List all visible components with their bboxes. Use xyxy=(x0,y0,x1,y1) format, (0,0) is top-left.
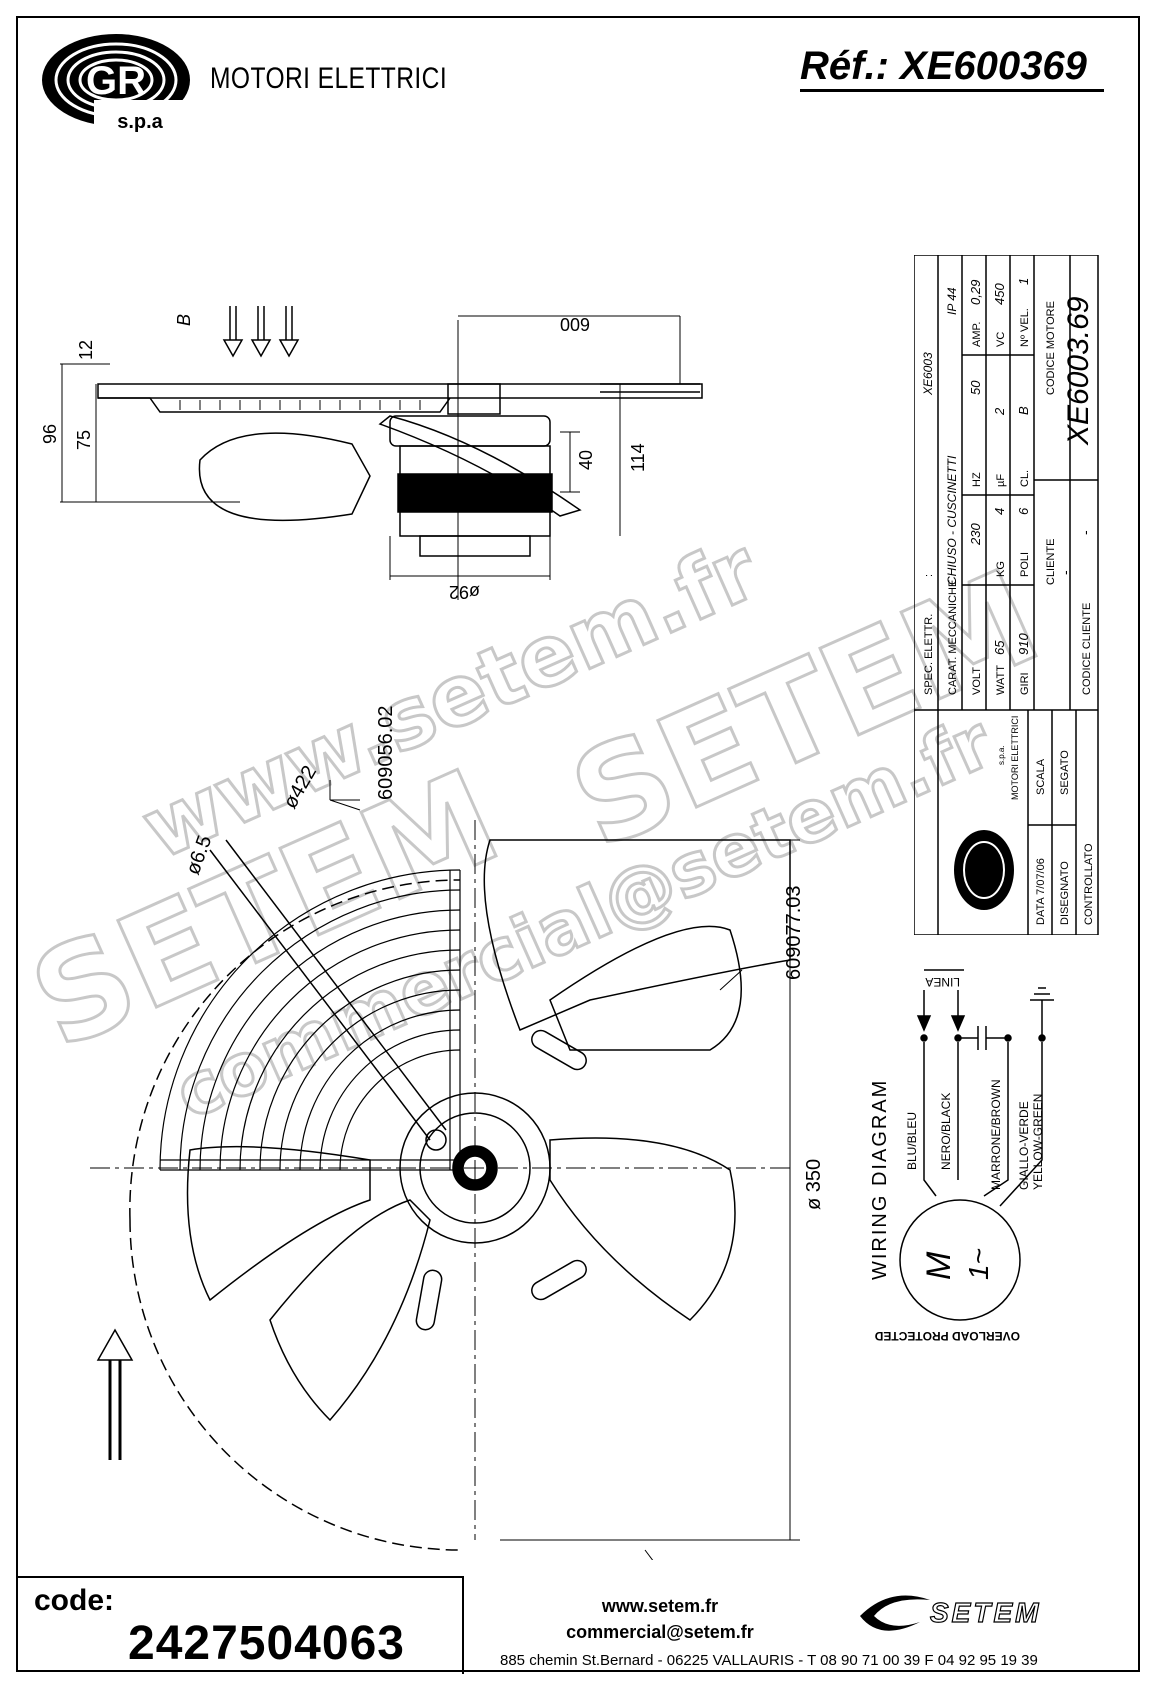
wire-yg-2: YELLOW-GREEN xyxy=(1031,1094,1045,1190)
codice-cliente-value: - xyxy=(1077,530,1093,535)
amp-value: 0,29 xyxy=(968,280,983,305)
giri-value: 910 xyxy=(1016,633,1031,655)
reference-number: Réf.: XE600369 xyxy=(800,44,1104,92)
mini-logo-suffix: s.p.a. xyxy=(997,745,1006,765)
setem-swoosh-icon: SETEM xyxy=(860,1595,1041,1631)
arrow-label-b: B xyxy=(174,314,194,326)
hz-value: 50 xyxy=(968,380,983,395)
dim-600: 600 xyxy=(560,314,590,334)
motor-phase: 1~ xyxy=(963,1248,994,1280)
wire-yg-1: GIALLO-VERDE xyxy=(1017,1101,1031,1190)
footer-email[interactable]: commercial@setem.fr xyxy=(566,1622,754,1642)
gr-logo-icon: GR s.p.a xyxy=(42,34,194,138)
volt-value: 230 xyxy=(968,523,983,546)
disegnato-label: DISEGNATO xyxy=(1059,861,1071,925)
footer-address: 885 chemin St.Bernard - 06225 VALLAURIS … xyxy=(500,1652,1038,1669)
volt-label: VOLT xyxy=(971,667,983,695)
company-logo: GR s.p.a xyxy=(36,30,196,138)
mini-logo-text: MOTORI ELETTRICI xyxy=(1010,716,1020,800)
watt-label: WATT xyxy=(995,665,1007,695)
controllato-label: CONTROLLATO xyxy=(1083,843,1095,925)
dim-75: 75 xyxy=(74,430,94,450)
wire-blue: BLU/BLEU xyxy=(905,1112,919,1170)
dim-d422: ø422 xyxy=(279,762,321,812)
linea-label: LINEA xyxy=(925,975,960,989)
spec-title-block: SPEC. ELETTR. : XE6003 CARAT. MECCANICHE… xyxy=(914,255,1099,935)
logo-letters: GR xyxy=(86,59,146,103)
codice-cliente-label: CODICE CLIENTE xyxy=(1081,603,1093,695)
scala-label: SCALA xyxy=(1035,758,1047,795)
poli-label: POLI xyxy=(1019,552,1031,577)
cl-value: B xyxy=(1016,406,1031,415)
airflow-arrows xyxy=(222,306,300,358)
data-label: DATA 7/07/06 xyxy=(1035,858,1047,925)
setem-logo: SETEM xyxy=(850,1586,1106,1636)
logo-suffix: s.p.a xyxy=(117,111,163,133)
mini-logo-icon xyxy=(954,830,1014,910)
cliente-value: - xyxy=(1057,570,1073,575)
wiring-diagram: LINEA BLU/BLEU NERO/BLACK MARRONE/BROWN … xyxy=(869,969,1054,1343)
code-value: 2427504063 xyxy=(128,1617,405,1670)
footer-website[interactable]: www.setem.fr xyxy=(601,1596,719,1616)
wire-black: NERO/BLACK xyxy=(939,1093,953,1170)
poli-value: 6 xyxy=(1016,507,1031,515)
front-view-drawing: 609056.02 609077.03 ø422 ø6.5 ø 350 xyxy=(90,705,825,1560)
uf-label: µF xyxy=(995,474,1007,487)
part-grid: 609056.02 xyxy=(375,705,397,800)
hz-label: HZ xyxy=(971,472,983,487)
motor-m: M xyxy=(920,1251,958,1280)
carat-value: CHIUSO - CUSCINETTI xyxy=(945,455,959,585)
setem-logo-text: SETEM xyxy=(930,1597,1041,1628)
uf-value: 2 xyxy=(992,407,1007,416)
dim-12: 12 xyxy=(76,340,96,360)
drawing-frame xyxy=(16,16,1140,1672)
protection-grille xyxy=(159,869,461,1171)
dim-40: 40 xyxy=(576,450,596,470)
code-box: code: 2427504063 xyxy=(18,1576,464,1674)
wire-brown: MARRONE/BROWN xyxy=(989,1079,1003,1190)
vel-label: Nº VEL. xyxy=(1019,308,1031,347)
giri-label: GIRI xyxy=(1019,672,1031,695)
codice-motore-value: XE6003.69 xyxy=(1062,296,1095,446)
watt-value: 65 xyxy=(992,640,1007,655)
dim-96: 96 xyxy=(40,424,60,444)
cliente-label: CLIENTE xyxy=(1045,539,1057,585)
side-view-drawing: B 12 96 75 600 40 114 ø92 xyxy=(40,306,703,602)
kg-value: 4 xyxy=(992,508,1007,515)
dim-d65: ø6.5 xyxy=(182,833,216,878)
codice-motore-label: CODICE MOTORE xyxy=(1045,301,1057,395)
overload-label: OVERLOAD PROTECTED xyxy=(874,1329,1020,1343)
part-blade: 609077.03 xyxy=(783,885,805,980)
company-name: MOTORI ELETTRICI xyxy=(210,62,448,95)
dim-114: 114 xyxy=(628,443,648,472)
disegnato-value: SEGATO xyxy=(1059,750,1071,795)
carat-label: CARAT. MECCANICHE xyxy=(947,580,959,695)
vc-value: 450 xyxy=(992,283,1007,305)
amp-label: AMP. xyxy=(971,322,983,347)
vel-value: 1 xyxy=(1016,278,1031,285)
dim-d92: ø92 xyxy=(449,582,480,602)
code-label: code: xyxy=(34,1584,115,1617)
vc-label: VC xyxy=(995,332,1007,347)
dim-d350: ø 350 xyxy=(803,1159,825,1210)
spec-elettr-value: XE6003 xyxy=(921,352,935,396)
ip-rating: IP 44 xyxy=(945,287,959,315)
cl-label: CL. xyxy=(1019,470,1031,487)
wiring-title: WIRING DIAGRAM xyxy=(869,1079,891,1280)
spec-elettr-sep: : xyxy=(923,574,935,577)
kg-label: KG xyxy=(995,561,1007,577)
spec-elettr-label: SPEC. ELETTR. xyxy=(923,614,935,695)
